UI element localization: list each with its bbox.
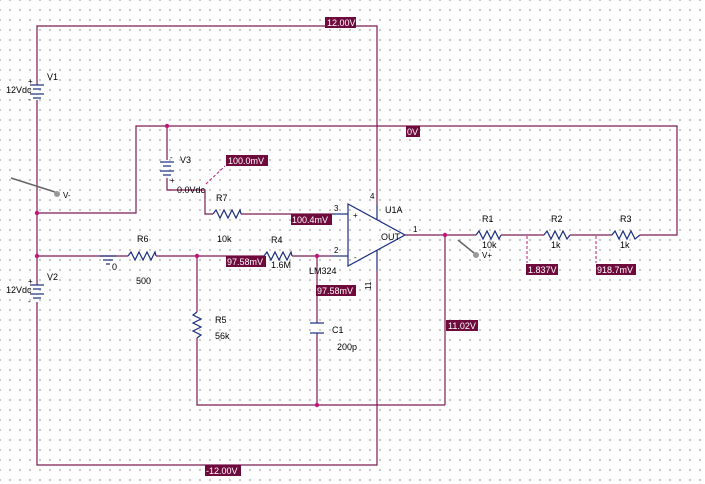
- voltage-label-r7-node[interactable]: 100.4mV: [291, 214, 332, 225]
- v1-battery[interactable]: + - V1 12Vdc: [6, 72, 58, 104]
- voltage-label-vcc[interactable]: 12.00V: [325, 17, 356, 28]
- svg-text:100.0mV: 100.0mV: [228, 156, 264, 166]
- r3-resistor[interactable]: R3 1k: [611, 214, 641, 250]
- r4-value: 1.6M: [271, 260, 291, 270]
- probe-vminus[interactable]: V-: [10, 177, 71, 200]
- svg-text:97.58mV: 97.58mV: [317, 286, 353, 296]
- wires: [36, 25, 678, 466]
- v1-name: V1: [47, 72, 58, 82]
- voltage-label-vee[interactable]: -12.00V: [205, 465, 241, 476]
- opamp-u1a[interactable]: + - OUT U1A LM324 3 2 4 1 11: [309, 192, 418, 290]
- v2-name: V2: [47, 272, 58, 282]
- r4-resistor[interactable]: R4 1.6M: [263, 235, 293, 270]
- v3-minus-sign: -: [170, 153, 173, 162]
- v3-battery[interactable]: - + V3 0.0Vdc: [160, 153, 226, 195]
- r1-name: R1: [482, 214, 494, 224]
- c1-value: 200p: [337, 342, 357, 352]
- v2-value: 12Vdc: [6, 285, 32, 295]
- pin-3: 3: [334, 204, 339, 213]
- v1-value: 12Vdc: [6, 85, 32, 95]
- pin-4: 4: [370, 192, 375, 201]
- pin-2: 2: [334, 246, 339, 255]
- r3-name: R3: [620, 214, 632, 224]
- v3-plus-sign: +: [170, 176, 175, 185]
- r5-resistor[interactable]: R5 56k: [191, 311, 230, 341]
- r7-resistor[interactable]: R7 10k: [212, 193, 242, 244]
- opamp-model: LM324: [309, 266, 337, 276]
- c1-name: C1: [332, 325, 344, 335]
- pin-1: 1: [413, 225, 418, 234]
- r2-resistor[interactable]: R2 1k: [543, 214, 571, 250]
- r2-name: R2: [551, 214, 563, 224]
- ground-label: 0: [112, 262, 117, 272]
- v1-plus-sign: +: [28, 77, 33, 86]
- svg-text:-12.00V: -12.00V: [206, 466, 238, 476]
- r4-name: R4: [271, 235, 283, 245]
- r5-value: 56k: [215, 331, 230, 341]
- opamp-plus-sign: +: [353, 211, 358, 220]
- svg-text:11.02V: 11.02V: [448, 321, 476, 331]
- v2-battery[interactable]: + - V2 12Vdc: [6, 272, 58, 306]
- pin-11: 11: [364, 281, 373, 290]
- v3-value: 0.0Vdc: [177, 185, 206, 195]
- svg-text:918.7mV: 918.7mV: [597, 265, 633, 275]
- v2-minus-sign: -: [28, 297, 31, 306]
- opamp-minus-sign: -: [354, 253, 357, 262]
- probe-vplus-label: V+: [482, 251, 492, 260]
- voltage-label-inv-left[interactable]: 97.58mV: [226, 256, 266, 267]
- r5-name: R5: [215, 315, 227, 325]
- probe-vminus-label: V-: [63, 191, 71, 200]
- r1-resistor[interactable]: R1 10k: [475, 214, 502, 250]
- probe-vplus[interactable]: V+: [457, 239, 492, 260]
- r2-value: 1k: [551, 240, 561, 250]
- svg-text:0V: 0V: [407, 127, 418, 137]
- r6-value: 500: [136, 276, 151, 286]
- r3-value: 1k: [620, 240, 630, 250]
- svg-text:12.00V: 12.00V: [327, 18, 356, 28]
- v3-name: V3: [180, 155, 191, 165]
- ground-symbol: 0: [100, 255, 117, 272]
- r1-value: 10k: [482, 240, 497, 250]
- opamp-name: U1A: [385, 205, 403, 215]
- r7-value: 10k: [217, 234, 232, 244]
- r6-name: R6: [137, 234, 149, 244]
- opamp-out-label: OUT: [381, 232, 401, 242]
- voltage-label-r2r3[interactable]: 918.7mV: [596, 264, 636, 275]
- voltage-label-v3-node[interactable]: 100.0mV: [226, 155, 268, 166]
- r6-resistor[interactable]: R6 500: [127, 234, 157, 286]
- c1-capacitor[interactable]: C1 200p: [310, 322, 357, 352]
- voltage-label-inv-right[interactable]: 97.58mV: [316, 285, 356, 296]
- svg-text:1.837V: 1.837V: [528, 265, 557, 275]
- voltage-label-top-node[interactable]: 0V: [406, 126, 420, 137]
- v2-plus-sign: +: [28, 277, 33, 286]
- junctions: [34, 123, 448, 408]
- svg-text:97.58mV: 97.58mV: [227, 257, 263, 267]
- r7-name: R7: [216, 193, 228, 203]
- v1-minus-sign: -: [28, 95, 31, 104]
- voltage-label-output[interactable]: 11.02V: [446, 320, 478, 331]
- voltage-label-r1r2[interactable]: 1.837V: [526, 264, 558, 275]
- svg-text:100.4mV: 100.4mV: [292, 215, 328, 225]
